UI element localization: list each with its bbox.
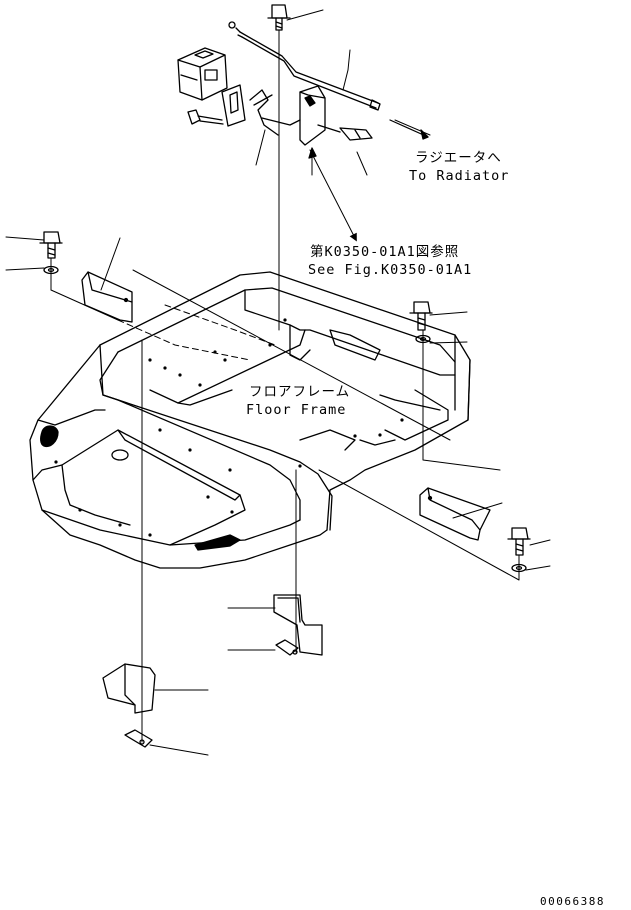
left-bracket — [102, 663, 156, 748]
label-floor-en: Floor Frame — [246, 402, 347, 418]
label-floor-jp: フロアフレーム — [249, 384, 351, 400]
center-bracket — [273, 594, 323, 656]
left-cover — [81, 271, 133, 323]
drawing-code: 00066388 — [540, 895, 605, 908]
bolt-left — [39, 231, 63, 259]
hidden-lines — [117, 304, 297, 531]
bolt-lower-right — [507, 527, 531, 556]
label-radiator-jp: ラジエータへ — [415, 150, 502, 166]
leader-lines — [5, 9, 551, 756]
bolt-right — [409, 301, 433, 331]
radiator-arrowhead — [420, 129, 429, 140]
ref-arrowhead — [308, 147, 317, 159]
reservoir-tank — [177, 47, 228, 101]
overflow-pipe — [228, 21, 381, 111]
floor-frame — [29, 271, 471, 569]
tank-bracket — [221, 84, 301, 136]
label-radiator-en: To Radiator — [409, 168, 510, 184]
right-cover — [419, 487, 491, 541]
label-ref-en: See Fig.K0350-01A1 — [308, 262, 473, 278]
alignment-lines — [50, 29, 520, 743]
filter-body — [299, 85, 373, 146]
label-ref-jp: 第K0350-01A1図参照 — [310, 244, 460, 260]
bracket-bolt — [187, 109, 224, 125]
top-bolt — [267, 4, 291, 31]
